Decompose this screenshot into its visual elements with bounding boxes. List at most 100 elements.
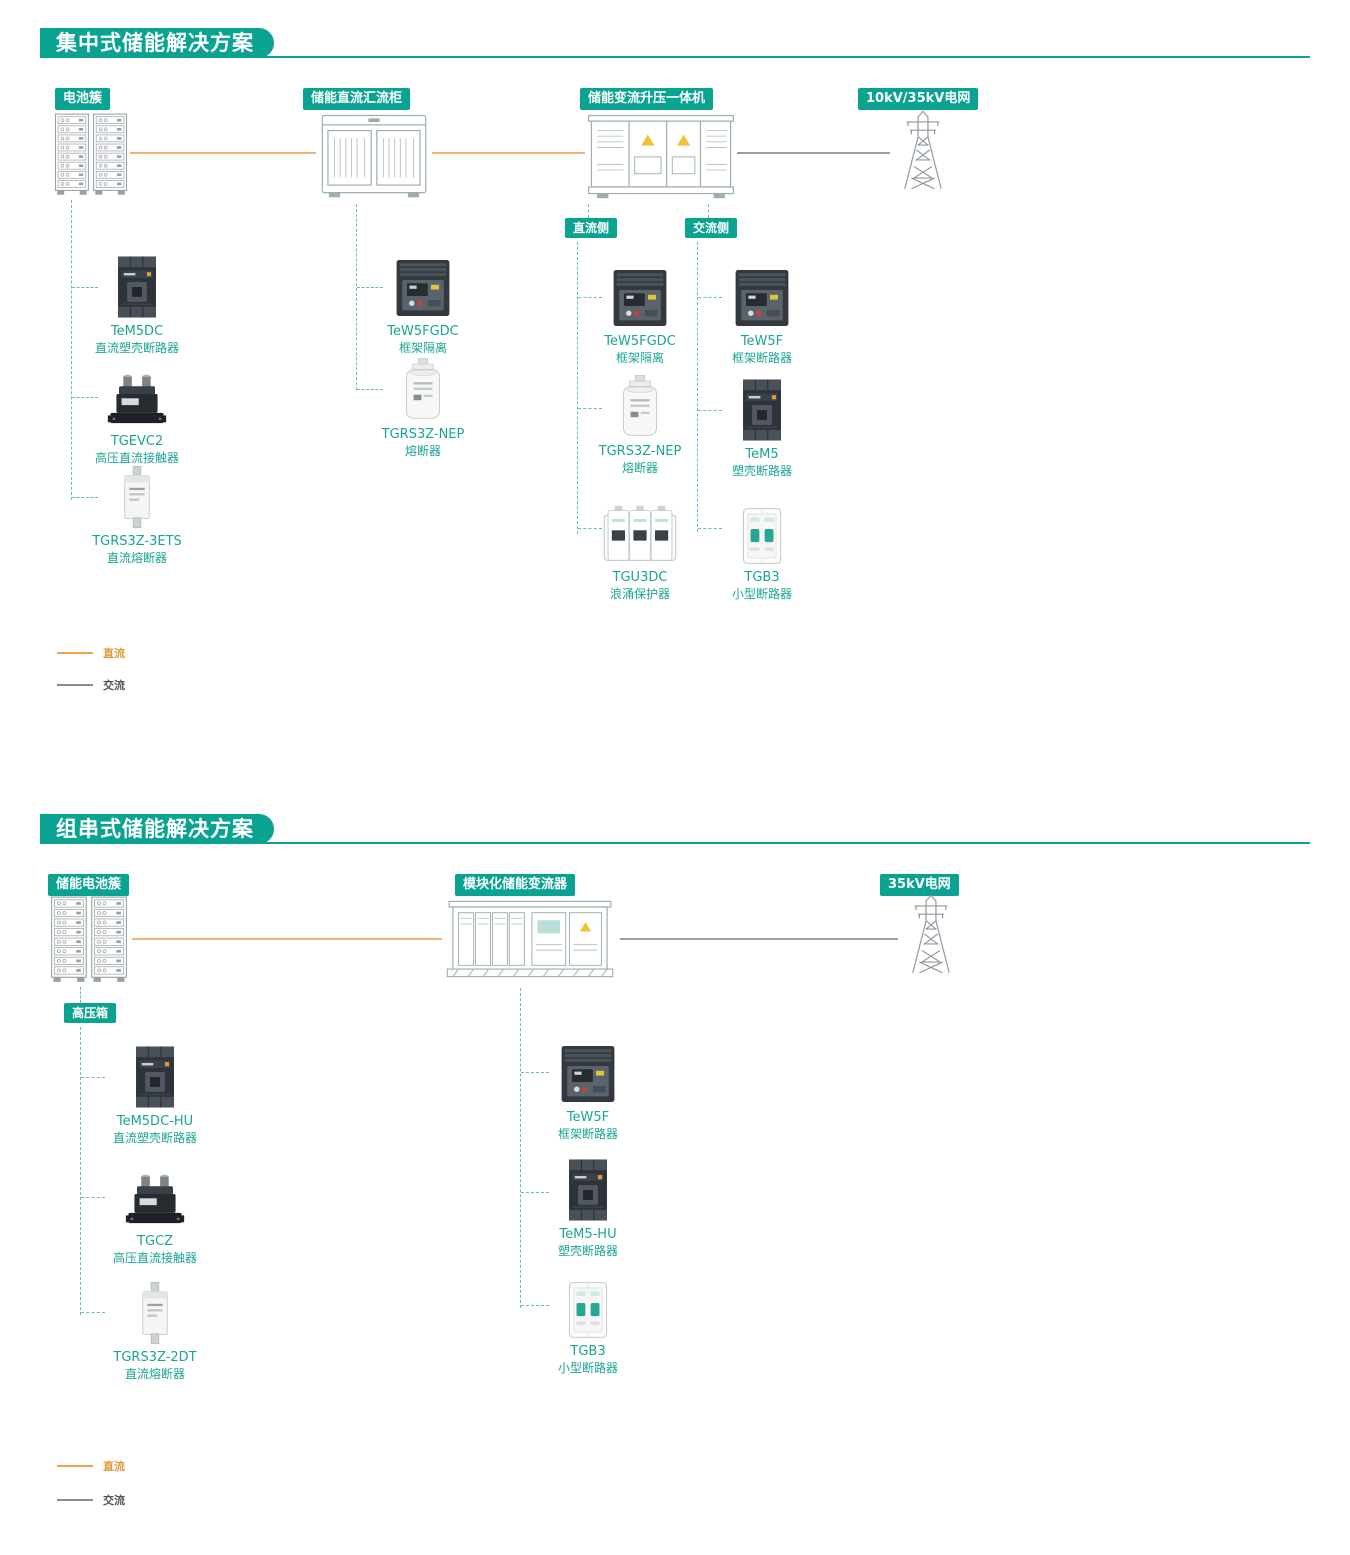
dc-legend-label: 直流 [103,647,125,660]
mcb-icon [523,1272,653,1340]
product-desc: 熔断器 [404,444,441,458]
product-name: TeM5DC [110,324,164,339]
product-name: TGRS3Z-3ETS [92,534,182,549]
product-name: TGB3 [570,1344,606,1359]
product-name: TGU3DC [612,570,668,585]
s1-pcs-dc-branch [588,204,589,218]
s1-combiner-stub-2 [357,389,383,390]
product-desc: 高压直流接触器 [112,1251,197,1265]
product-name: TeW5F [566,1110,610,1125]
s1-dc-side-dashed-connector [577,242,578,534]
product-name: TeW5FGDC [604,334,676,349]
s1-dc-link-combiner-pcs [432,152,585,154]
product-name: TeW5FGDC [387,324,459,339]
s1-combiner-comp-tgrs3z-nep: TGRS3Z-NEP 熔断器 [358,355,488,459]
product-name: TGRS3Z-NEP [381,427,465,442]
product-desc: 小型断路器 [557,1361,618,1375]
section1-divider-line [40,56,1310,58]
s1-battery-dashed-connector [71,200,72,500]
section1-title-banner: 集中式储能解决方案 [40,28,274,58]
s2-ac-link-converter-grid [620,938,898,940]
s1-combiner-dashed-connector [356,204,357,390]
product-desc: 框架断路器 [557,1127,618,1141]
acb-icon [358,252,488,320]
battery-rack-icon [52,110,130,198]
s1-pcs-badge: 储能变流升压一体机 [580,88,714,110]
product-desc: 框架断路器 [731,351,792,365]
product-name: TGB3 [744,570,780,585]
s1-ac-comp-tew5f: TeW5F 框架断路器 [697,262,827,366]
s1-battery-comp-tgrs3z-3ets: TGRS3Z-3ETS 直流熔断器 [72,462,202,566]
acb-icon [523,1038,653,1106]
mccb-icon [90,1042,220,1110]
s2-battery-cluster-badge: 储能电池簇 [48,874,130,896]
transmission-tower-icon [898,888,964,980]
s2-battery-comp-tgcz: TGCZ 高压直流接触器 [90,1162,220,1266]
s1-combiner-stub-1 [357,287,383,288]
product-desc: 框架隔离 [615,351,664,365]
mccb-icon [697,375,827,443]
ac-line-swatch [57,1499,93,1501]
s1-ac-stub-3 [698,528,722,529]
s2-battery-stub-3 [81,1312,105,1313]
product-desc: 浪涌保护器 [609,587,670,601]
product-desc: 直流塑壳断路器 [112,1131,197,1145]
s1-grid-badge: 10kV/35kV电网 [858,88,979,110]
blade-fuse-icon [90,1278,220,1346]
s1-battery-cluster-badge: 电池簇 [55,88,111,110]
s1-battery-comp-tgevc2: TGEVC2 高压直流接触器 [72,362,202,466]
s2-battery-branch [80,987,81,1003]
mcb-icon [697,498,827,566]
s2-converter-stub-1 [521,1072,549,1073]
modular-converter-icon [442,892,618,986]
contactor-icon [72,362,202,430]
s1-dc-side-badge: 直流侧 [565,218,618,238]
ac-line-swatch [57,684,93,686]
s2-battery-stub-2 [81,1197,105,1198]
section2-divider-line [40,842,1310,844]
spd-icon [575,498,705,566]
s2-grid-badge: 35kV电网 [880,874,959,896]
combiner-cabinet-icon [316,108,432,202]
product-desc: 直流熔断器 [124,1367,185,1381]
product-desc: 小型断路器 [731,587,792,601]
s2-converter-stub-2 [521,1192,549,1193]
product-desc: 塑壳断路器 [557,1244,618,1258]
s2-converter-badge: 模块化储能变流器 [455,874,576,896]
s1-ac-link-pcs-grid [737,152,890,154]
s1-dc-stub-1 [578,297,602,298]
product-desc: 框架隔离 [398,341,447,355]
battery-rack-icon [48,893,130,985]
product-name: TGRS3Z-NEP [598,444,682,459]
product-desc: 高压直流接触器 [94,451,179,465]
s2-converter-stub-3 [521,1305,549,1306]
s1-pcs-ac-branch [708,204,709,218]
s1-dc-comp-tew5fgdc: TeW5FGDC 框架隔离 [575,262,705,366]
ac-legend-label: 交流 [103,1494,125,1507]
s1-ac-side-dashed-connector [697,242,698,532]
s1-dc-stub-2 [578,408,602,409]
section2-title-banner: 组串式储能解决方案 [40,814,274,844]
s1-dc-comp-tgrs3z-nep: TGRS3Z-NEP 熔断器 [575,372,705,476]
s2-converter-dashed-connector [520,988,521,1308]
dc-legend-label: 直流 [103,1460,125,1473]
product-name: TGEVC2 [110,434,164,449]
s1-ac-side-badge: 交流侧 [685,218,738,238]
s2-legend-dc: 直流 [57,1458,125,1474]
s1-combiner-comp-tew5fgdc: TeW5FGDC 框架隔离 [358,252,488,356]
s1-ac-comp-tem5: TeM5 塑壳断路器 [697,375,827,479]
pcs-unit-icon [585,108,737,202]
s2-hv-box-badge: 高压箱 [64,1003,117,1023]
contactor-icon [90,1162,220,1230]
dc-line-swatch [57,652,93,654]
product-name: TeM5-HU [559,1227,617,1242]
product-desc: 直流熔断器 [106,551,167,565]
ac-legend-label: 交流 [103,679,125,692]
cylinder-fuse-icon [575,372,705,440]
s2-converter-comp-tew5f: TeW5F 框架断路器 [523,1038,653,1142]
transmission-tower-icon [890,104,956,196]
mccb-icon [523,1155,653,1223]
s2-dc-link-battery-converter [132,938,442,940]
s1-battery-stub-1 [72,287,98,288]
s1-combiner-badge: 储能直流汇流柜 [303,88,411,110]
